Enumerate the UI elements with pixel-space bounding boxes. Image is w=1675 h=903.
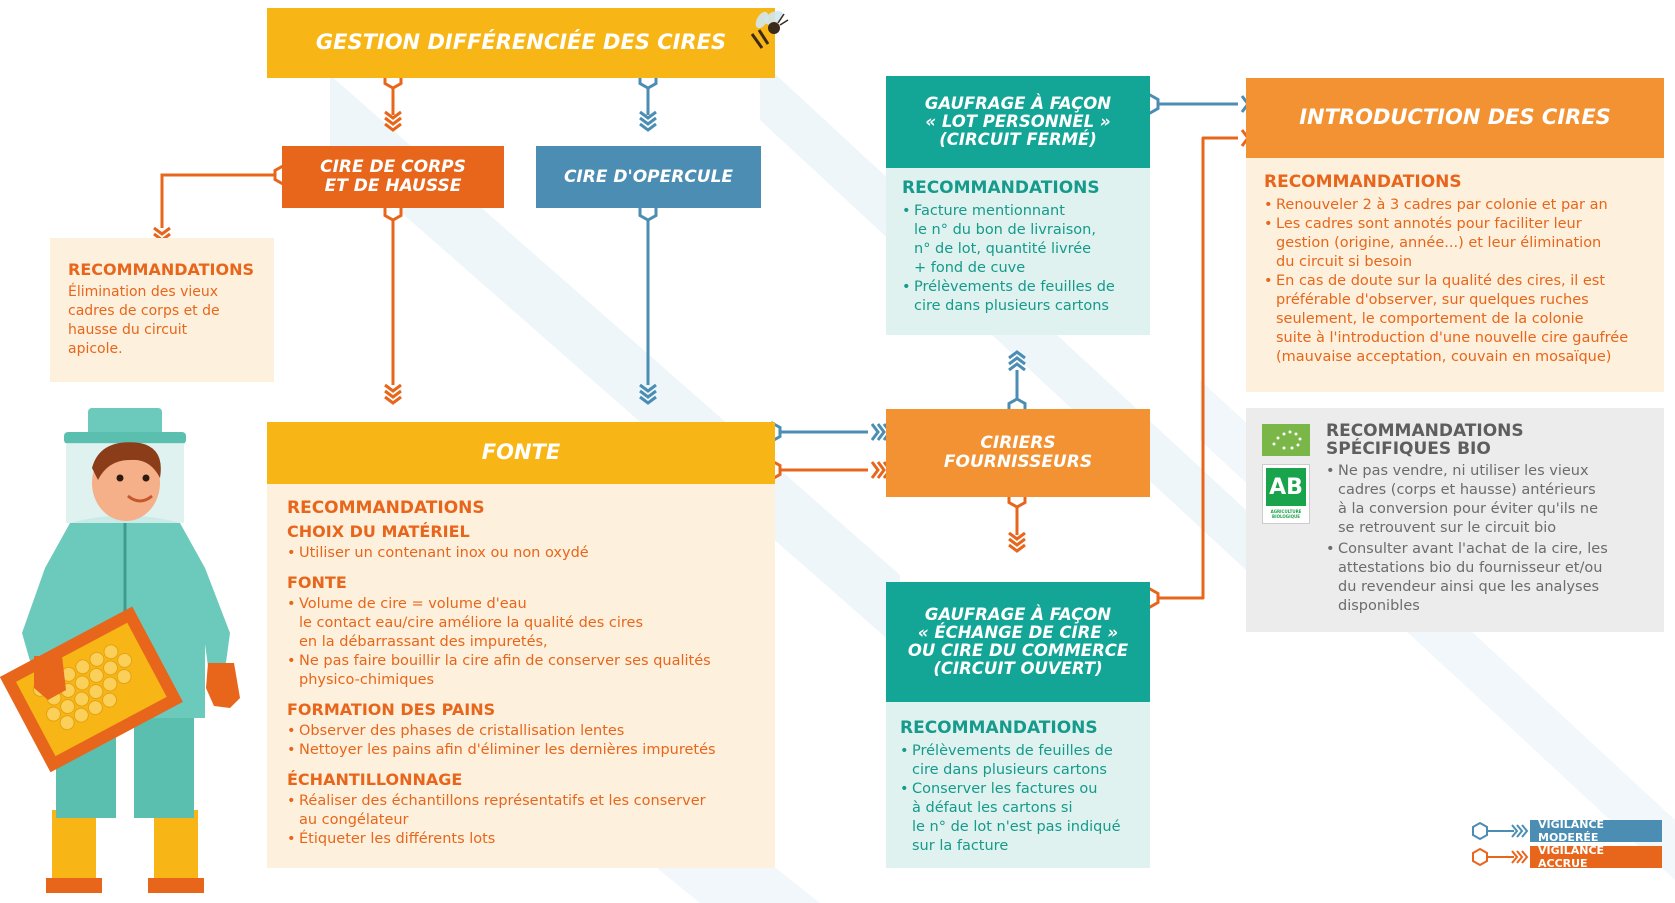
main-title-banner: GESTION DIFFÉRENCIÉE DES CIRES [267,8,775,78]
ab-logo-caption: AGRICULTURE BIOLOGIQUE [1270,509,1302,519]
gaufrage-perso-panel: RECOMMANDATIONS Facture mentionnant le n… [886,168,1150,335]
introduction-panel: RECOMMANDATIONS Renouveler 2 à 3 cadres … [1246,158,1664,392]
introduction-list: Renouveler 2 à 3 cadres par colonie et p… [1264,196,1646,367]
gaufrage-echange-header-3: OU CIRE DU COMMERCE [907,641,1129,660]
gaufrage-perso-header-3: (CIRCUIT FERMÉ) [939,130,1097,150]
gaufrage-echange-header-1: GAUFRAGE À FAÇON [924,604,1112,624]
fonte-section-heading: CHOIX DU MATÉRIEL [287,522,470,541]
gaufrage-echange-header: GAUFRAGE À FAÇON « ÉCHANGE DE CIRE » OU … [886,582,1150,702]
cire-corps-label-2: ET DE HAUSSE [324,176,462,196]
gaufrage-perso-header: GAUFRAGE À FAÇON « LOT PERSONNEL » (CIRC… [886,76,1150,168]
list-item: Les cadres sont annotés pour faciliter l… [1264,215,1646,272]
list-item: Ne pas vendre, ni utiliser les vieux cad… [1326,462,1650,538]
gaufrage-echange-header-4: (CIRCUIT OUVERT) [933,659,1103,679]
main-title: GESTION DIFFÉRENCIÉE DES CIRES [315,30,727,55]
left-reco-title: RECOMMANDATIONS [68,260,255,279]
introduction-title: INTRODUCTION DES CIRES [1299,105,1611,130]
beekeeper-illustration [0,408,240,893]
introduction-reco-title: RECOMMANDATIONS [1264,172,1462,192]
legend-moderate-icon [1472,821,1529,841]
fonte-section-heading: ÉCHANTILLONNAGE [287,770,463,789]
fonte-section-heading: FONTE [287,573,347,592]
ab-logo-square: AB [1266,468,1306,506]
list-item: Ne pas faire bouillir la cire afin de co… [287,652,755,690]
gaufrage-perso-list: Facture mentionnant le n° du bon de livr… [902,202,1134,316]
list-item: Prélèvements de feuilles de cire dans pl… [900,742,1136,780]
left-reco-text: Élimination des vieux cadres de corps et… [68,284,220,357]
fonte-sections: CHOIX DU MATÉRIEL Utiliser un contenant i… [287,522,755,849]
bio-panel: AB AGRICULTURE BIOLOGIQUE RECOMMANDATION… [1246,408,1664,632]
bee-icon [746,11,789,53]
ciriers-label-1: CIRIERS [980,433,1056,454]
legend-high-label: VIGILANCE ACCRUE [1530,844,1662,870]
list-item: En cas de doute sur la qualité des cires… [1264,272,1646,367]
list-item: Consulter avant l'achat de la cire, les … [1326,540,1650,616]
cire-corps-box: CIRE DE CORPS ET DE HAUSSE [282,146,504,208]
left-recommendations-panel: RECOMMANDATIONS Élimination des vieux ca… [50,238,274,382]
bio-title-2: SPÉCIFIQUES BIO [1326,439,1491,459]
list-item: Réaliser des échantillons représentatifs… [287,792,755,830]
bio-title: RECOMMANDATIONS SPÉCIFIQUES BIO [1326,422,1650,458]
gaufrage-echange-header-2: « ÉCHANGE DE CIRE » [917,622,1119,642]
fonte-title: FONTE [481,440,561,465]
fonte-recommendations-panel: RECOMMANDATIONS CHOIX DU MATÉRIEL Utilise… [267,484,775,868]
fonte-section-list: Utiliser un contenant inox ou non oxydé [287,544,755,563]
list-item: Conserver les factures ou à défaut les c… [900,780,1136,856]
fonte-header: FONTE [267,422,775,484]
bio-list: Ne pas vendre, ni utiliser les vieux cad… [1326,462,1650,616]
list-item: Étiqueter les différents lots [287,830,755,849]
gaufrage-echange-reco-title: RECOMMANDATIONS [900,718,1098,738]
eu-organic-leaf-logo [1262,424,1310,456]
list-item: Facture mentionnant le n° du bon de livr… [902,202,1134,278]
list-item: Observer des phases de cristallisation l… [287,722,755,741]
list-item: Renouveler 2 à 3 cadres par colonie et p… [1264,196,1646,215]
gaufrage-echange-panel: RECOMMANDATIONS Prélèvements de feuilles… [886,702,1150,868]
gaufrage-perso-reco-title: RECOMMANDATIONS [902,178,1100,198]
legend-high-icon [1472,847,1529,867]
fonte-section-list: Observer des phases de cristallisation l… [287,722,755,760]
list-item: Nettoyer les pains afin d'éliminer les d… [287,741,755,760]
legend-moderate-label: VIGILANCE MODERÉE [1530,818,1662,844]
list-item: Volume de cire = volume d'eau le contact… [287,595,755,652]
gaufrage-echange-list: Prélèvements de feuilles de cire dans pl… [900,742,1136,856]
ab-logo-text: AB [1269,474,1303,500]
introduction-header: INTRODUCTION DES CIRES [1246,78,1664,158]
bio-title-1: RECOMMANDATIONS [1326,421,1524,441]
fonte-section-heading: FORMATION DES PAINS [287,700,496,719]
fonte-section-list: Volume de cire = volume d'eau le contact… [287,595,755,690]
ciriers-label-2: FOURNISSEURS [943,452,1093,472]
cire-opercule-label: CIRE D'OPERCULE [563,166,734,187]
fonte-section-list: Réaliser des échantillons représentatifs… [287,792,755,849]
cire-corps-label-1: CIRE DE CORPS [320,157,466,178]
gaufrage-perso-header-1: GAUFRAGE À FAÇON [924,93,1112,113]
fonte-reco-title: RECOMMANDATIONS [287,498,485,518]
list-item: Prélèvements de feuilles de cire dans pl… [902,278,1134,316]
list-item: Utiliser un contenant inox ou non oxydé [287,544,755,563]
ciriers-box: CIRIERS FOURNISSEURS [886,409,1150,497]
cire-opercule-box: CIRE D'OPERCULE [536,146,761,208]
gaufrage-perso-header-2: « LOT PERSONNEL » [925,111,1111,131]
ab-logo: AB AGRICULTURE BIOLOGIQUE [1262,464,1310,524]
